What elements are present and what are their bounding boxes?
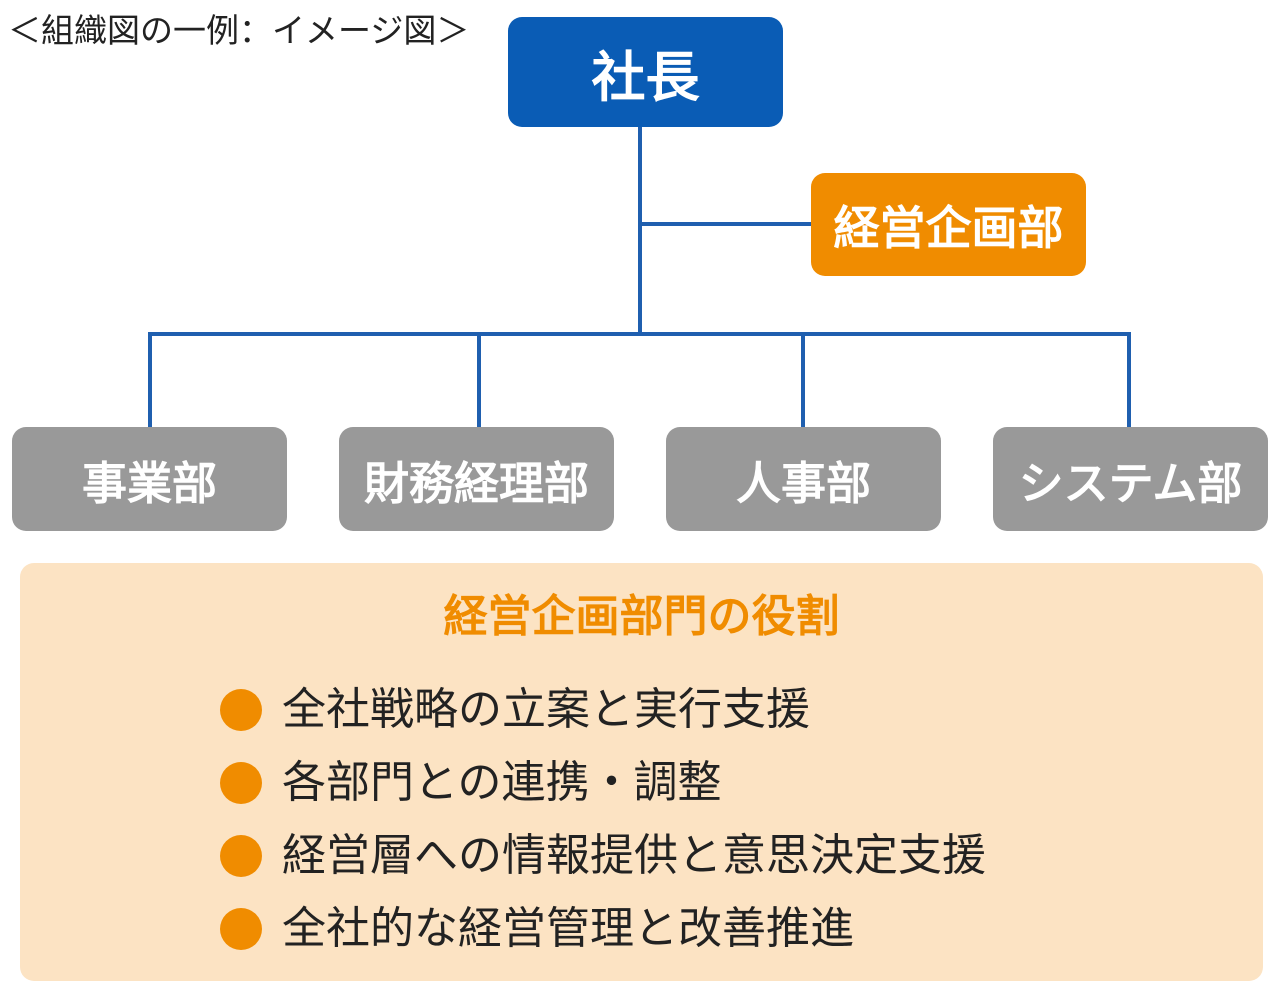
role-panel: 経営企画部門の役割 全社戦略の立案と実行支援 各部門との連携・調整 経営層への情… — [20, 563, 1263, 981]
bullet-icon — [220, 761, 262, 804]
role-item-text: 全社的な経営管理と改善推進 — [282, 902, 854, 954]
role-item-text: 各部門との連携・調整 — [282, 756, 722, 808]
bullet-icon — [220, 907, 262, 950]
role-list: 全社戦略の立案と実行支援 各部門との連携・調整 経営層への情報提供と意思決定支援… — [220, 673, 986, 965]
bullet-icon — [220, 834, 262, 877]
role-item-text: 全社戦略の立案と実行支援 — [282, 683, 810, 735]
role-item: 全社戦略の立案と実行支援 — [220, 673, 986, 746]
bullet-icon — [220, 688, 262, 731]
role-item: 全社的な経営管理と改善推進 — [220, 892, 986, 965]
diagram-caption: ＜組織図の一例：イメージ図＞ — [8, 11, 470, 50]
role-item: 各部門との連携・調整 — [220, 746, 986, 819]
role-item-text: 経営層への情報提供と意思決定支援 — [282, 829, 986, 881]
planning-department-box: 経営企画部 — [811, 173, 1086, 276]
department-box-system: システム部 — [993, 427, 1268, 531]
department-box-business: 事業部 — [12, 427, 287, 531]
role-item: 経営層への情報提供と意思決定支援 — [220, 819, 986, 892]
department-box-finance: 財務経理部 — [339, 427, 614, 531]
department-box-hr: 人事部 — [666, 427, 941, 531]
ceo-box: 社長 — [508, 17, 783, 127]
role-title: 経営企画部門の役割 — [443, 591, 840, 642]
